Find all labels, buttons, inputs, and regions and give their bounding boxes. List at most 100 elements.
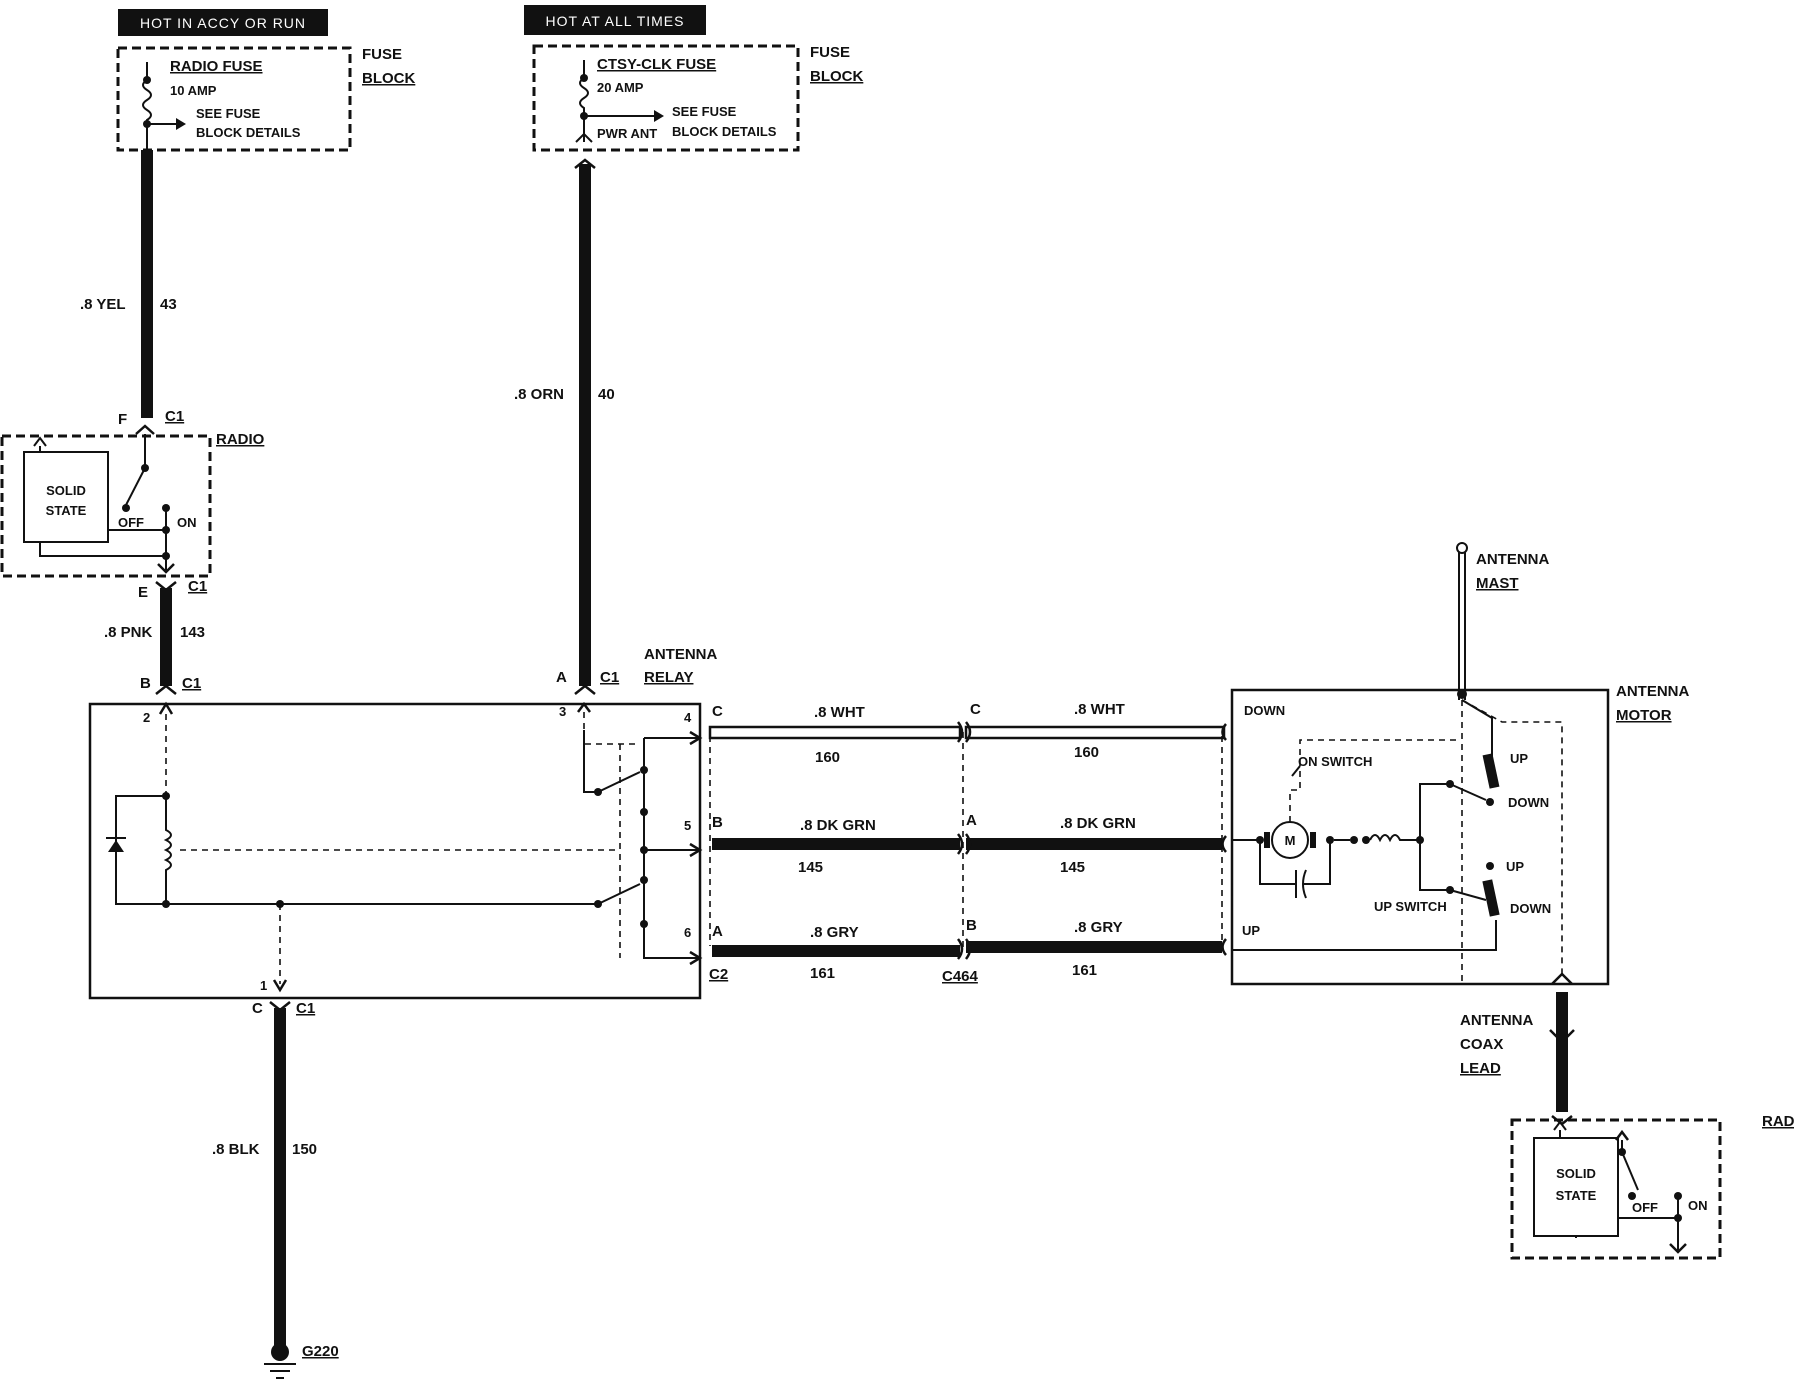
ctsy-fuse-rating: 20 AMP (597, 80, 644, 95)
relay-terminal-4: 4 (684, 710, 692, 725)
radio-fuse-banner (118, 9, 328, 36)
wire-43-circuit: 43 (160, 296, 177, 313)
relay-c1-mid: C1 (600, 669, 619, 686)
ctsy-fuse-see-1: SEE FUSE (672, 104, 737, 119)
ctsy-fuse-banner-text: HOT AT ALL TIMES (546, 13, 685, 29)
wire-43: .8 YEL 43 (80, 150, 177, 418)
wire-160b-color: .8 WHT (1074, 701, 1125, 718)
coax-label-1: ANTENNA (1460, 1012, 1533, 1029)
wire-143-circuit: 143 (180, 624, 205, 641)
wire-145b-circuit: 145 (1060, 859, 1085, 876)
radio-bottom-solid-2: STATE (1556, 1188, 1597, 1203)
wire-145: .8 DK GRN 145 .8 DK GRN 145 (712, 815, 1222, 876)
motor-down: DOWN (1244, 703, 1285, 718)
radio-bottom-box (1510, 1118, 1722, 1260)
radio-bottom-solid-1: SOLID (1556, 1166, 1596, 1181)
radio-top-solid-1: SOLID (46, 483, 86, 498)
ground-pin-c: C (252, 1000, 263, 1017)
ground-c1: C1 (296, 1000, 315, 1017)
relay-label-1: ANTENNA (644, 646, 717, 663)
motor-up-switch: UP SWITCH (1374, 899, 1447, 914)
relay-pin-b-top: B (140, 675, 151, 692)
wire-145a-circuit: 145 (798, 859, 823, 876)
relay-label-2: RELAY (644, 669, 693, 686)
antenna-relay: ANTENNA RELAY 2 3 4 5 6 1 (88, 646, 717, 1000)
switch2-up: UP (1506, 859, 1524, 874)
radio-c1-bottom: C1 (188, 578, 207, 595)
c464-label: C464 (942, 968, 979, 985)
ctsy-fuse-see-2: BLOCK DETAILS (672, 124, 777, 139)
motor-label-1: ANTENNA (1616, 683, 1689, 700)
radio-bottom-off: OFF (1632, 1200, 1658, 1215)
wire-150-circuit: 150 (292, 1141, 317, 1158)
relay-pin-a-top: A (556, 669, 567, 686)
radio-fuse-block-box (116, 46, 352, 152)
motor-label-2: MOTOR (1616, 707, 1672, 724)
coax-label-2: COAX (1460, 1036, 1503, 1053)
wire-160b-circuit: 160 (1074, 744, 1099, 761)
antenna-mast: ANTENNA MAST (1456, 542, 1549, 700)
radio-top: F C1 RADIO SOLID STATE OFF ON (0, 408, 265, 578)
wire-150: C C1 .8 BLK 150 G220 (212, 1000, 339, 1379)
antenna-motor: ANTENNA MOTOR DOWN UP ON SWITCH UP SWITC… (1230, 683, 1689, 986)
radio-bottom-on: ON (1688, 1198, 1708, 1213)
wire-161b-color: .8 GRY (1074, 919, 1123, 936)
ground-label: G220 (302, 1343, 339, 1360)
radio-fuse-see-1: SEE FUSE (196, 106, 261, 121)
wire-161: .8 GRY 161 .8 GRY 161 (712, 919, 1222, 982)
fuse-block-label-2: BLOCK (362, 70, 415, 87)
wire-40-color: .8 ORN (514, 386, 564, 403)
relay-terminal-2: 2 (143, 710, 150, 725)
radio-fuse-section: HOT IN ACCY OR RUN FUSE BLOCK RADIO FUSE… (116, 9, 415, 152)
radio-fuse-name: RADIO FUSE (170, 58, 263, 75)
radio-c1-top: C1 (165, 408, 184, 425)
ctsy-fuse-tap: PWR ANT (597, 126, 657, 141)
inline-pin-a: A (966, 812, 977, 829)
relay-terminal-1: 1 (260, 978, 267, 993)
radio-top-on: ON (177, 515, 197, 530)
wire-150-color: .8 BLK (212, 1141, 260, 1158)
radio-fuse-element (142, 62, 152, 150)
wire-145b-color: .8 DK GRN (1060, 815, 1136, 832)
radio-bottom: RADIO SOLID STATE OFF ON (1510, 1113, 1794, 1260)
wire-43-color: .8 YEL (80, 296, 126, 313)
switch2-down: DOWN (1510, 901, 1551, 916)
relay-c1-left: C1 (182, 675, 201, 692)
radio-fuse-see-2: BLOCK DETAILS (196, 125, 301, 140)
motor-on-switch: ON SWITCH (1298, 754, 1372, 769)
radio-pin-f: F (118, 411, 127, 428)
relay-terminal-6: 6 (684, 925, 691, 940)
radio-bottom-solid-state (1533, 1137, 1619, 1237)
mast-label-1: ANTENNA (1476, 551, 1549, 568)
harness: C B A C2 .8 WHT 160 .8 WHT 160 .8 DK GRN… (708, 701, 1227, 985)
radio-pin-e: E (138, 584, 148, 601)
ctsy-fuse-block-label-1: FUSE (810, 44, 850, 61)
relay-terminal-3: 3 (559, 704, 566, 719)
wire-161b-circuit: 161 (1072, 962, 1097, 979)
ctsy-fuse-element (579, 60, 589, 142)
motor-box (1230, 688, 1610, 986)
motor-m: M (1285, 833, 1296, 848)
relay-c2: C2 (709, 966, 728, 983)
wire-145a-color: .8 DK GRN (800, 817, 876, 834)
ctsy-fuse-block-label-2: BLOCK (810, 68, 863, 85)
switch1-up: UP (1510, 751, 1528, 766)
wire-160a-circuit: 160 (815, 749, 840, 766)
relay-pin-c: C (712, 703, 723, 720)
inline-pin-b: B (966, 917, 977, 934)
wire-161a-color: .8 GRY (810, 924, 859, 941)
fuse-block-label-1: FUSE (362, 46, 402, 63)
relay-pin-a: A (712, 923, 723, 940)
wire-160a-color: .8 WHT (814, 704, 865, 721)
coax-label-3: LEAD (1460, 1060, 1501, 1077)
wire-40: .8 ORN 40 A C1 (514, 158, 619, 695)
ctsy-fuse-banner (524, 5, 706, 35)
connector-c464: C A B C464 (942, 701, 981, 985)
relay-terminal-5: 5 (684, 818, 691, 833)
ctsy-fuse-block-box (532, 44, 800, 152)
wire-161a-circuit: 161 (810, 965, 835, 982)
ctsy-fuse-name: CTSY-CLK FUSE (597, 56, 716, 73)
relay-pin-b: B (712, 814, 723, 831)
ctsy-fuse-section: HOT AT ALL TIMES FUSE BLOCK CTSY-CLK FUS… (524, 5, 863, 152)
